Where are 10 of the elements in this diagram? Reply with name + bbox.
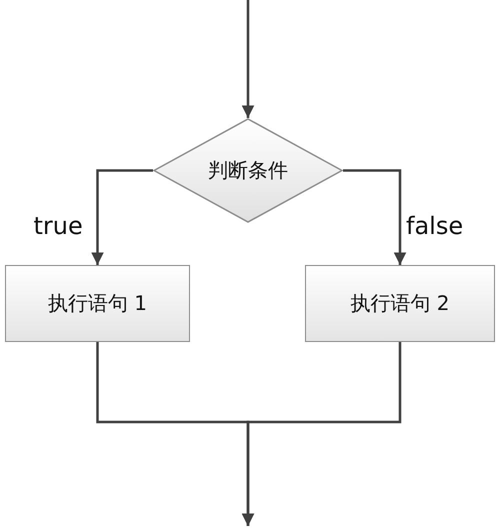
- arrow: [343, 169, 406, 265]
- statement-text: 执行语句 1: [48, 290, 148, 317]
- process-box: [305, 265, 495, 342]
- decision-diamond: [153, 118, 343, 223]
- process-box: [5, 265, 190, 342]
- arrow: [242, 0, 254, 118]
- arrow: [91, 169, 153, 265]
- statement-text: 执行语句 2: [350, 290, 450, 317]
- arrow: [242, 342, 402, 526]
- condition-text: 判断条件: [208, 157, 288, 184]
